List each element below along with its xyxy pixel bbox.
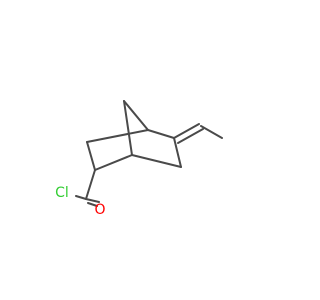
bond-ethylidene-carbon-to-lower	[173, 137, 182, 168]
bond-bridge-to-bridgehead	[123, 100, 133, 156]
molecule-canvas: Cl O	[55, 100, 223, 218]
molecule-structure: Cl O	[55, 100, 223, 218]
chlorine-atom-label: Cl	[55, 185, 69, 201]
bond-ring-to-carbonyl-carbon	[85, 169, 96, 200]
exocyclic-double-bond-b	[177, 128, 204, 144]
bond-upper-ring-top	[86, 129, 149, 143]
bond-carbonyl-carbon-to-chlorine	[75, 195, 87, 200]
oxygen-atom-label: O	[94, 202, 105, 218]
exocyclic-double-bond-a	[173, 123, 200, 139]
carbonyl-double-bond-b	[87, 202, 98, 207]
bond-bridgehead-to-bridge	[123, 100, 149, 131]
bond-vinyl-to-methyl	[200, 125, 223, 139]
bond-lower-ring-bottom	[131, 154, 182, 168]
carbonyl-double-bond-a	[85, 198, 100, 203]
bond-carbonyl-carbon-ring	[94, 154, 133, 171]
bond-upper-ring-left	[86, 141, 96, 171]
bond-ring-to-ethylidene-carbon	[147, 129, 175, 139]
